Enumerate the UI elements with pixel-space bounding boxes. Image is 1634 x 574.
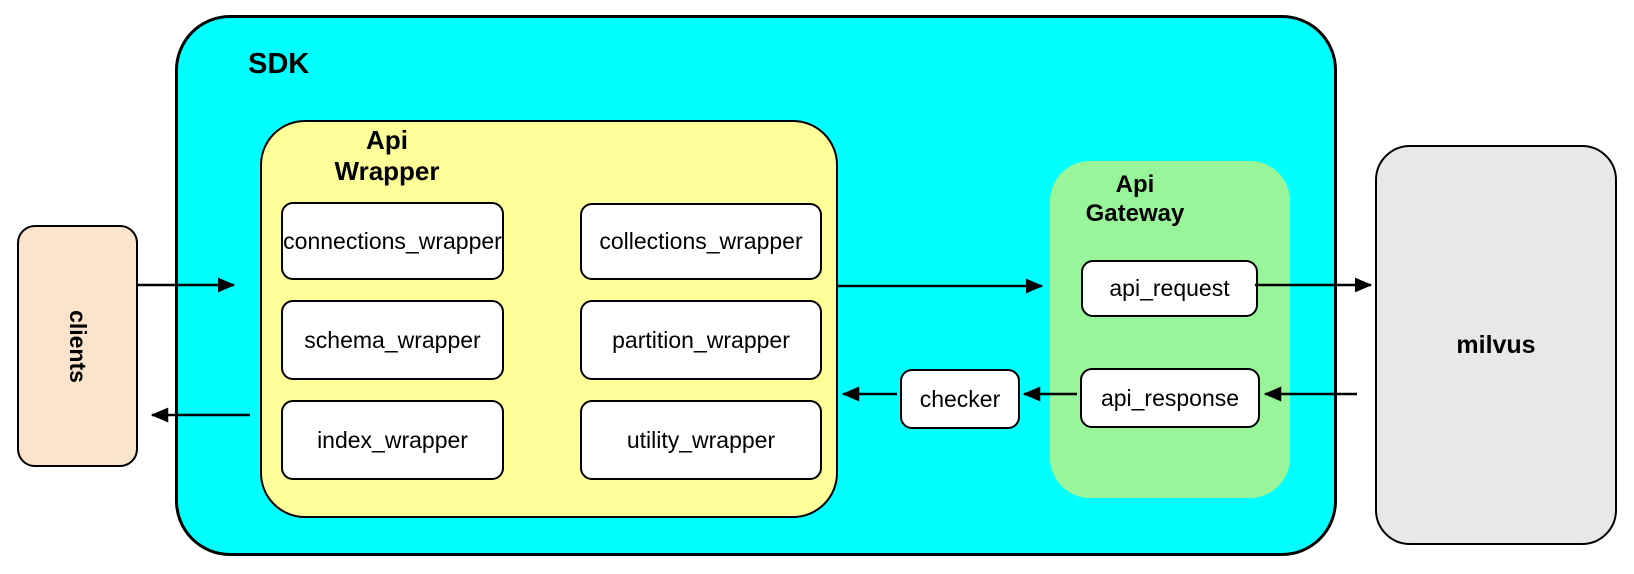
clients-label: clients [65, 309, 91, 383]
index-wrapper-box: index_wrapper [281, 400, 504, 480]
milvus-label: milvus [1456, 330, 1536, 359]
utility-wrapper-box: utility_wrapper [580, 400, 822, 480]
api-gateway-label: Api Gateway [1085, 171, 1185, 227]
collections-wrapper-box: collections_wrapper [580, 203, 822, 280]
api-wrapper-label: Api Wrapper [334, 125, 440, 187]
milvus-box: milvus [1375, 145, 1617, 545]
schema-wrapper-box: schema_wrapper [281, 300, 504, 380]
sdk-box: SDK Api Wrapper connections_wrapper coll… [175, 15, 1337, 556]
partition-wrapper-box: partition_wrapper [580, 300, 822, 380]
api-request-box: api_request [1081, 260, 1258, 317]
connections-wrapper-box: connections_wrapper [281, 202, 504, 280]
api-wrapper-box: Api Wrapper connections_wrapper collecti… [260, 120, 838, 518]
api-gateway-box: Api Gateway api_request api_response [1050, 161, 1290, 498]
clients-box: clients [17, 225, 138, 467]
api-response-box: api_response [1080, 368, 1260, 428]
sdk-label: SDK [248, 48, 310, 80]
checker-box: checker [900, 369, 1020, 429]
